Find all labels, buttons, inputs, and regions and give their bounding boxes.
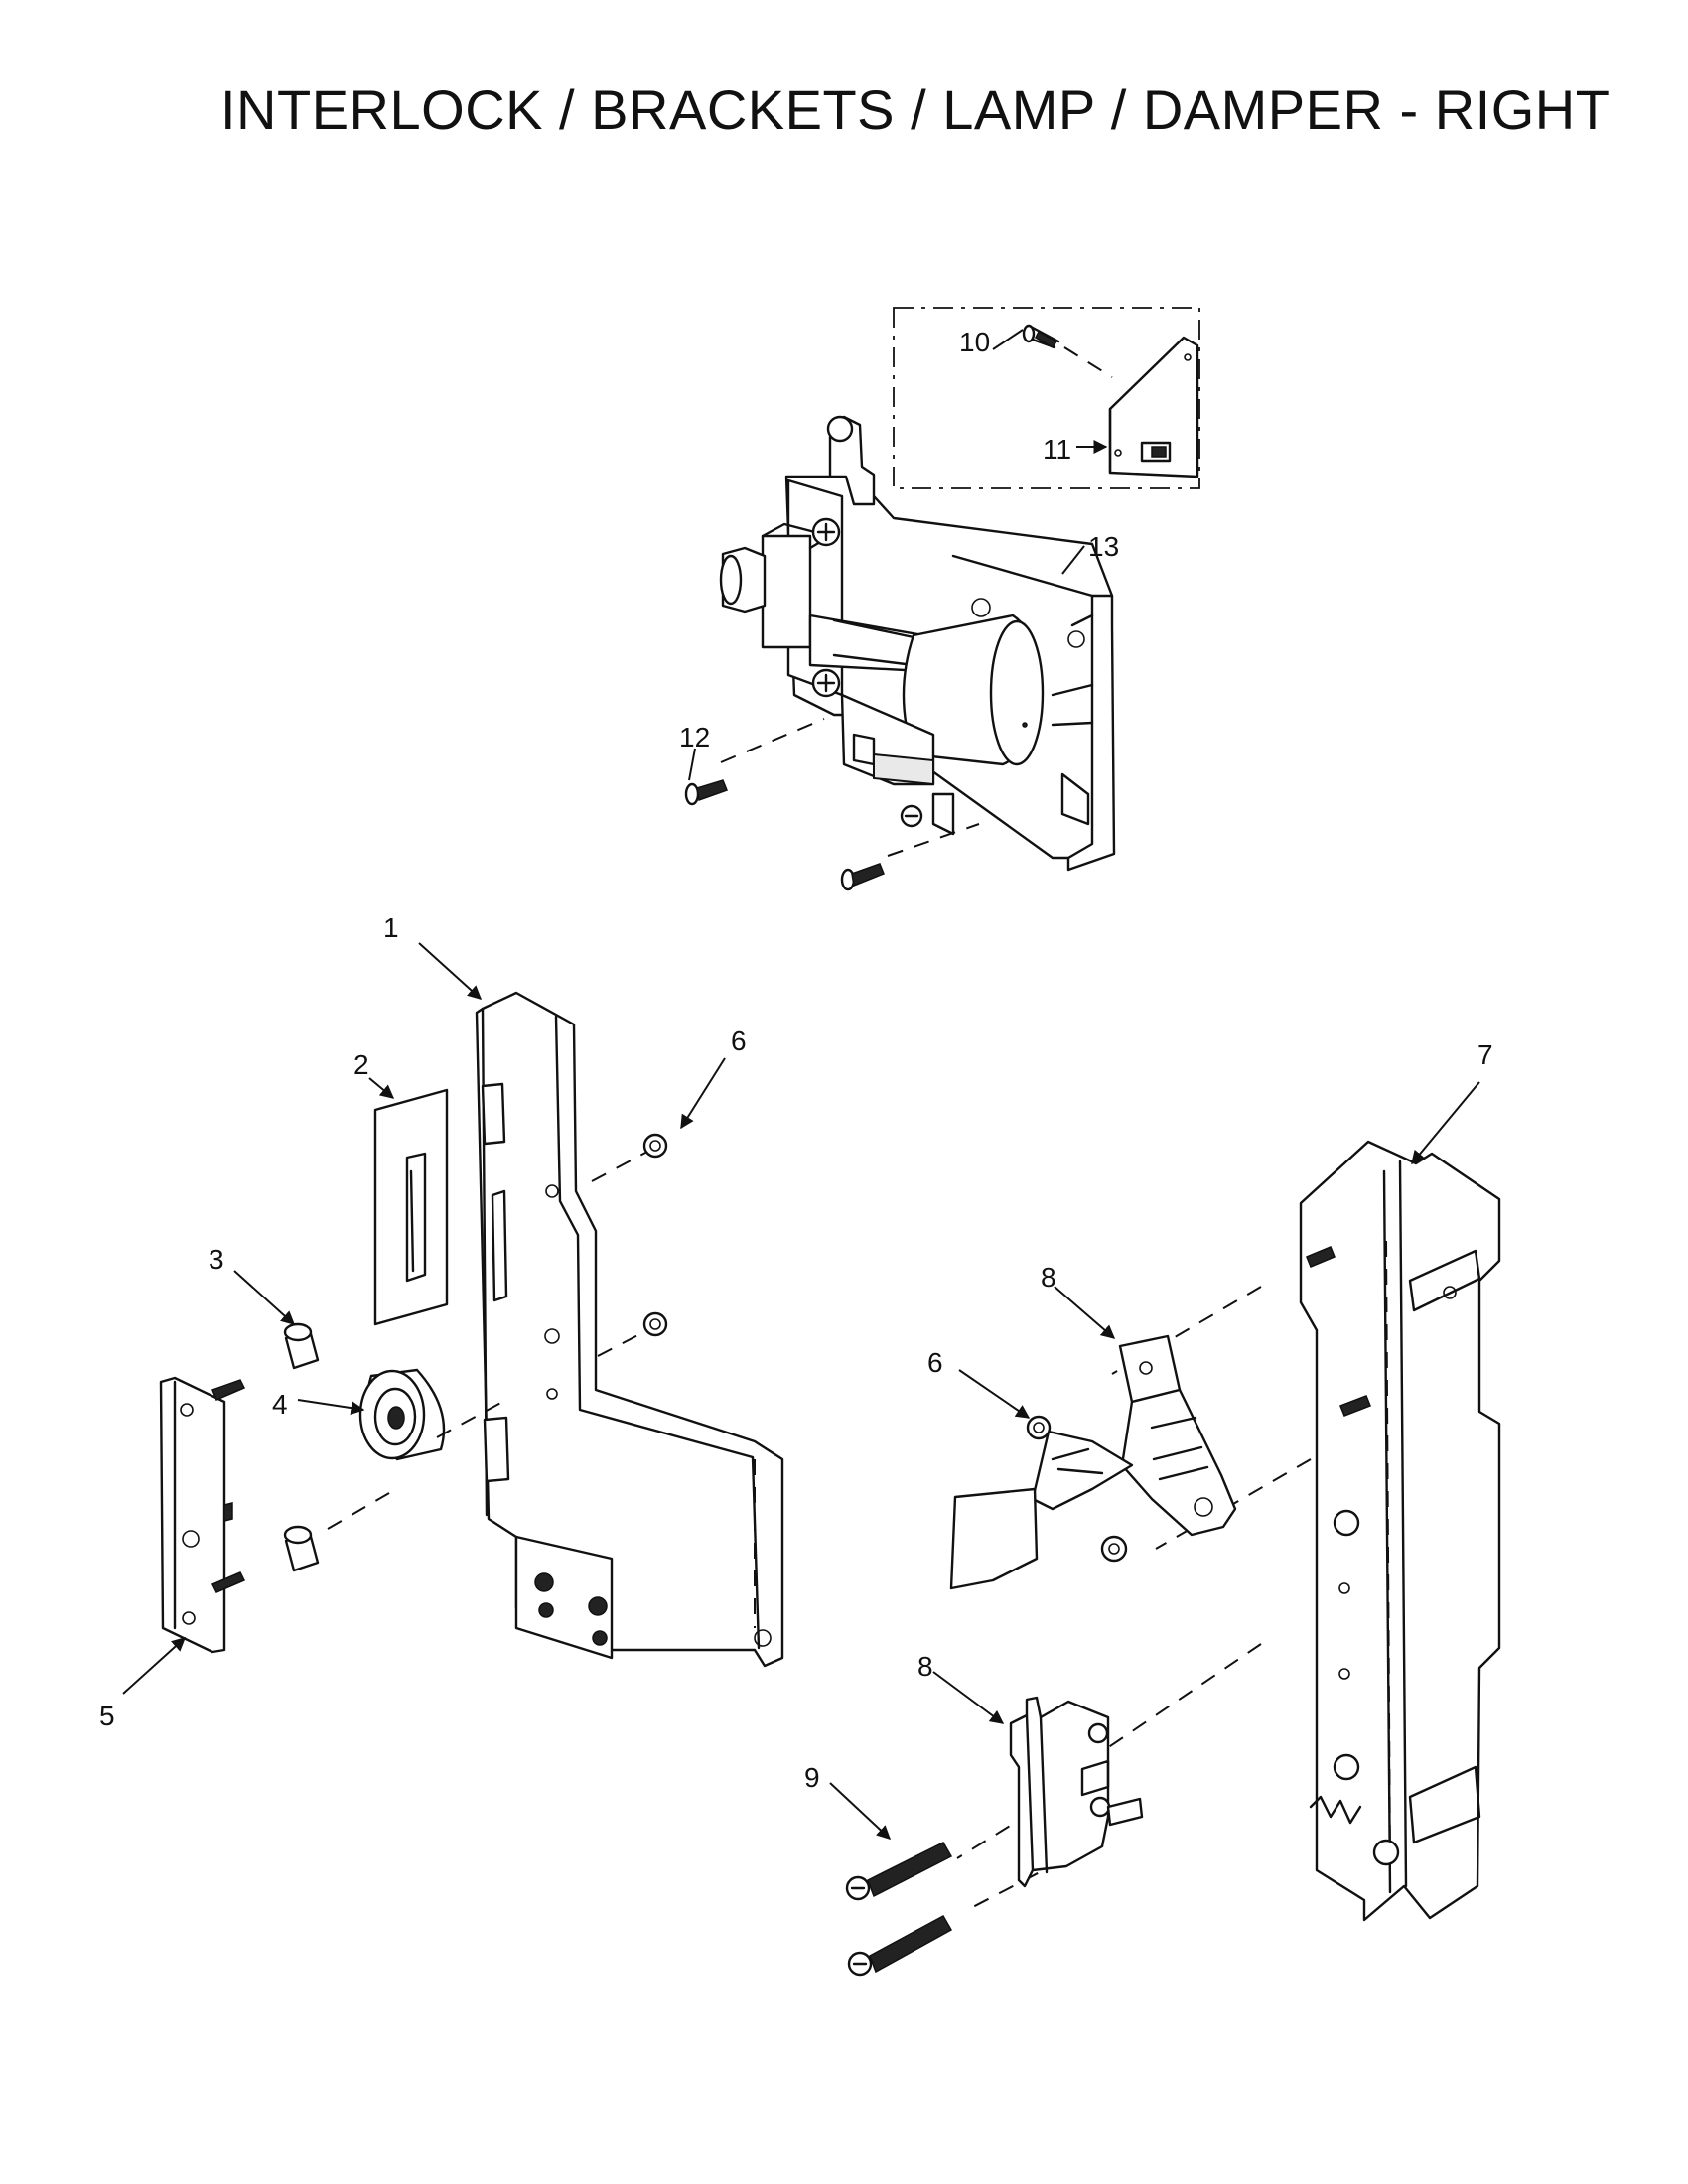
screw-10 (1022, 324, 1060, 349)
leader-10 (992, 329, 1024, 350)
leader-5 (122, 1637, 187, 1695)
leader-4 (297, 1399, 365, 1416)
callout-6-upper: 6 (731, 1025, 747, 1056)
callout-2: 2 (353, 1049, 369, 1080)
left-bracket-assembly (159, 991, 784, 1668)
nut-6-right-a (1026, 1415, 1052, 1440)
inset-box (893, 307, 1200, 489)
screw-9-upper (845, 1842, 953, 1901)
spacer-3-upper (283, 1322, 320, 1370)
switch-8-lower (1009, 1696, 1144, 1888)
switch-bracket-8-upper (949, 1334, 1237, 1590)
leader-6b (958, 1369, 1031, 1419)
callout-13: 13 (1088, 531, 1119, 562)
leader-12 (688, 748, 696, 781)
roller-4 (358, 1368, 446, 1461)
nut-6-upper (642, 1133, 668, 1159)
callout-11: 11 (1043, 434, 1071, 465)
leader-3 (233, 1270, 296, 1325)
plate-5 (159, 1376, 246, 1654)
gasket-2 (373, 1088, 449, 1326)
leader-6a (680, 1057, 726, 1130)
nut-6-right-b (1100, 1535, 1128, 1563)
leader-2 (368, 1077, 395, 1099)
right-bracket-assembly (845, 1140, 1501, 1977)
callout-9: 9 (804, 1762, 820, 1793)
callout-3: 3 (209, 1244, 224, 1275)
callout-labels: 1 2 3 4 5 6 6 7 8 8 9 10 11 12 13 (99, 327, 1493, 1793)
callout-1: 1 (383, 912, 399, 943)
callout-4: 4 (272, 1389, 288, 1420)
lamp-board-11 (1108, 336, 1199, 478)
callout-12: 12 (679, 722, 710, 752)
callout-6-right: 6 (927, 1347, 943, 1378)
screws-12 (684, 779, 885, 891)
callout-8-upper: 8 (1041, 1262, 1056, 1293)
leader-13 (1061, 545, 1085, 575)
leader-7 (1411, 1081, 1480, 1165)
screw-9-lower (847, 1914, 953, 1977)
callout-leaders (122, 329, 1480, 1840)
leader-8a (1054, 1286, 1116, 1339)
callout-7: 7 (1477, 1039, 1493, 1070)
page-title: INTERLOCK / BRACKETS / LAMP / DAMPER - R… (220, 78, 1611, 141)
callout-5: 5 (99, 1701, 115, 1731)
callout-8-lower: 8 (917, 1651, 933, 1682)
spacer-3-lower (283, 1525, 320, 1572)
leader-1 (418, 942, 483, 1000)
leader-8b (932, 1671, 1005, 1724)
callout-10: 10 (959, 327, 990, 357)
damper-motor-assembly (684, 307, 1200, 891)
nut-6-lower (642, 1311, 668, 1337)
leader-9 (829, 1782, 892, 1840)
